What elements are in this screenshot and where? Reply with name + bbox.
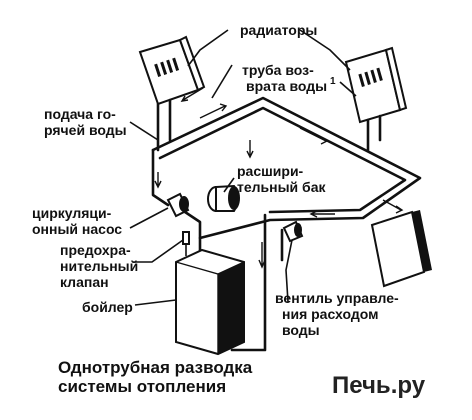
leader-lines [129,29,357,306]
radiator-lower-right [370,210,432,288]
boiler [175,248,245,356]
label-safety-valve-line1: предохра- [60,242,131,258]
label-expansion-tank-line2: тельный бак [237,179,326,195]
radiator-left-fins [154,57,180,77]
expansion-tank [207,184,240,212]
safety-valve [182,231,190,256]
label-circ-pump-line1: циркуляци- [32,205,112,221]
label-flow-valve-line3: воды [282,322,320,338]
caption-line2: системы отопления [58,377,226,396]
label-safety-valve-line2: нительный [60,258,138,274]
label-radiators: радиаторы [240,22,317,38]
site-logo: Печь.ру [332,372,426,399]
label-return-pipe-line1: труба воз- [242,62,314,78]
label-return-pipe-line2: врата воды [246,78,327,94]
label-circ-pump-line2: онный насос [32,221,122,237]
label-hot-supply-line1: подача го- [44,106,116,122]
label-safety-valve-line3: клапан [60,274,109,290]
radiator-right-fins [358,67,383,88]
label-boiler: бойлер [82,299,133,315]
radiator-right [344,46,408,152]
label-expansion-tank-line1: расшири- [237,163,304,179]
flow-arrows [154,87,404,269]
caption-line1: Однотрубная разводка [58,358,253,377]
label-flow-valve-line1: вентиль управле- [275,290,399,306]
label-return-pipe-sup: 1 [330,76,336,87]
flow-control-valve [282,220,304,243]
label-hot-supply-line2: рячей воды [44,122,127,138]
label-flow-valve-line2: ния расходом [282,306,378,322]
circulation-pump [166,192,190,218]
radiator-left [138,35,206,152]
